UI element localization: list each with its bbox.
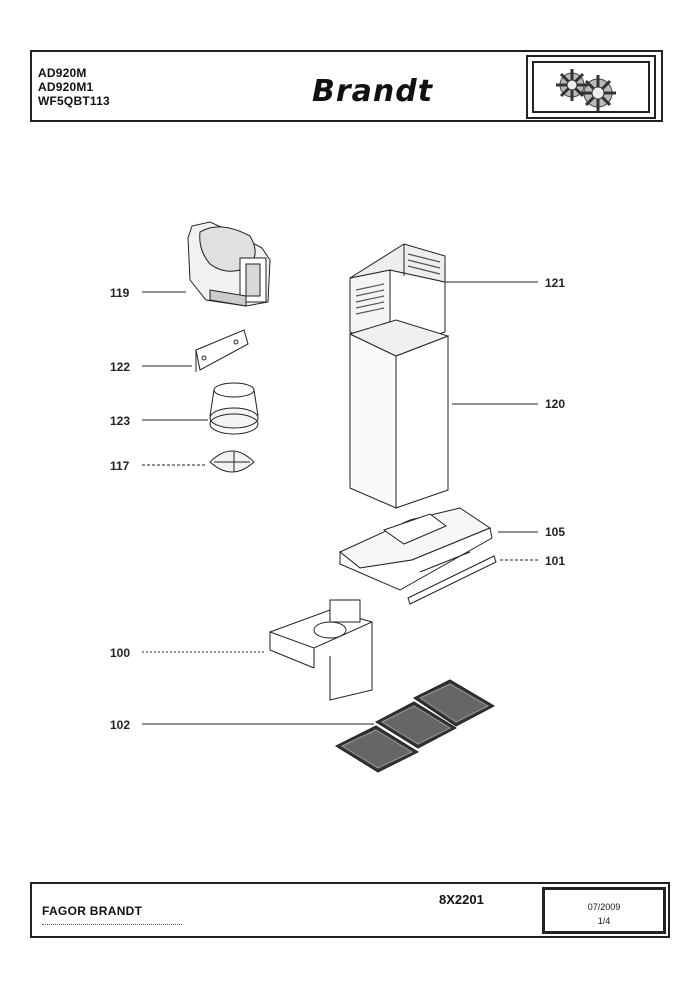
- model-list: AD920M AD920M1 WF5QBT113: [38, 66, 110, 108]
- part-label-117: 117: [110, 459, 130, 473]
- part-label-123: 123: [110, 414, 131, 428]
- part-label-105: 105: [545, 525, 566, 539]
- logo-frame: [526, 55, 656, 119]
- part-121-upper-chimney-drawing: [349, 243, 446, 351]
- part-100-mounting-bracket-drawing: [268, 599, 374, 701]
- part-label-122: 122: [110, 360, 131, 374]
- part-label-101: 101: [545, 554, 566, 568]
- manufacturer-name: FAGOR BRANDT: [42, 904, 143, 918]
- document-reference: 8X2201: [439, 892, 484, 907]
- part-117-damper-drawing: [209, 450, 255, 473]
- part-105-hood-body-drawing: [339, 507, 493, 591]
- page-number: 1/4: [597, 916, 611, 926]
- brand-logo: Brandt: [312, 74, 434, 109]
- model-line: AD920M: [38, 66, 87, 80]
- part-label-102: 102: [110, 718, 131, 732]
- document-date: 07/2009: [587, 902, 621, 912]
- gear-logo-icon: [556, 69, 616, 111]
- part-101-strip-drawing: [407, 555, 497, 605]
- manufacturer-subline: [42, 924, 182, 929]
- part-122-bracket-drawing: [195, 329, 249, 372]
- date-page-box: 07/2009 1/4: [542, 887, 666, 934]
- footer-box: FAGOR BRANDT 8X2201 07/2009 1/4: [30, 882, 670, 938]
- model-line: AD920M1: [38, 80, 94, 94]
- part-label-119: 119: [110, 286, 130, 300]
- part-102-filters-drawing: [334, 679, 496, 773]
- header-box: AD920M AD920M1 WF5QBT113 Brandt: [30, 50, 663, 122]
- part-label-121: 121: [545, 276, 566, 290]
- part-label-100: 100: [110, 646, 131, 660]
- part-120-lower-chimney-drawing: [348, 319, 450, 509]
- manufacturer-logo: FAGOR BRANDT: [42, 904, 142, 918]
- model-line: WF5QBT113: [38, 94, 110, 108]
- part-119-blower-drawing: [187, 221, 271, 307]
- part-label-120: 120: [545, 397, 566, 411]
- part-123-reducer-drawing: [209, 382, 259, 435]
